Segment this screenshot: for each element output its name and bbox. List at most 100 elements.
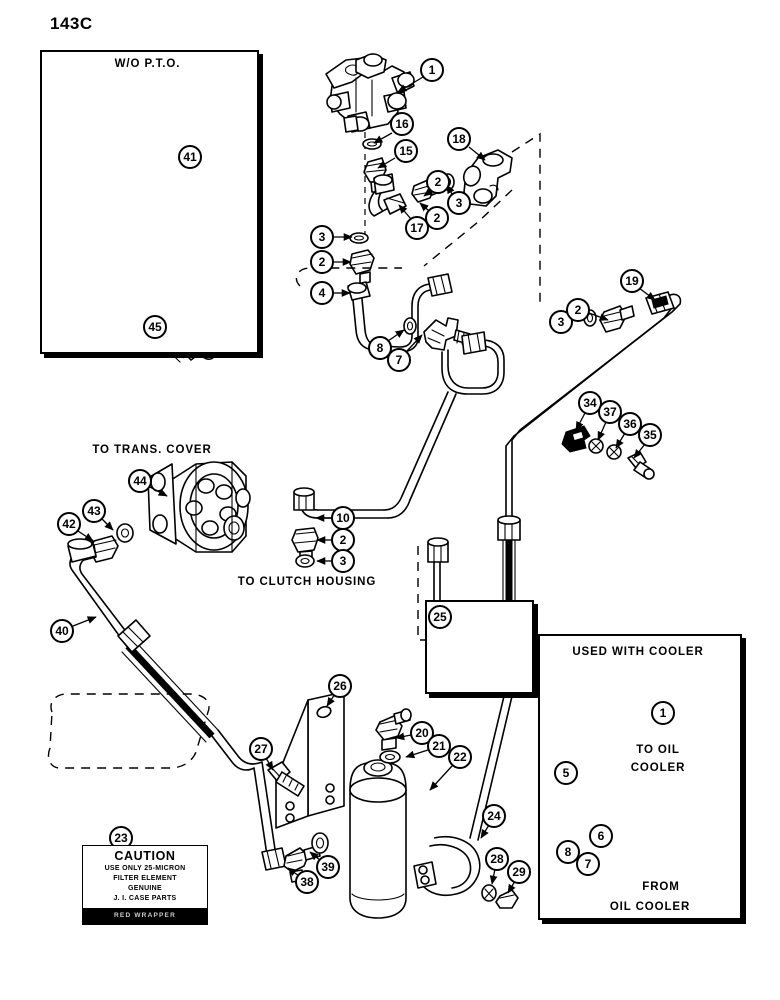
callout-27: 27 xyxy=(249,737,273,761)
leader-17 xyxy=(398,204,412,220)
callout-2: 2 xyxy=(310,250,334,274)
callout-41: 41 xyxy=(178,145,202,169)
oring-39 xyxy=(311,832,329,854)
callout-24: 24 xyxy=(482,804,506,828)
leader-15 xyxy=(377,157,396,169)
caption-to-clutch-housing: TO CLUTCH HOUSING xyxy=(237,576,377,588)
callout-42: 42 xyxy=(57,512,81,536)
caution-line-4: J. I. CASE PARTS xyxy=(113,895,177,902)
callout-26: 26 xyxy=(328,674,352,698)
phantom-outline-40 xyxy=(47,693,210,769)
callout-4: 4 xyxy=(310,281,334,305)
leader-8 xyxy=(387,329,405,342)
elbow-20 xyxy=(375,708,412,751)
leader-18 xyxy=(468,146,486,161)
callout-29: 29 xyxy=(507,860,531,884)
leader-28 xyxy=(489,868,498,885)
fitting-18 xyxy=(462,149,513,207)
tube-nut-lower xyxy=(427,537,449,563)
callout-43: 43 xyxy=(82,499,106,523)
filter-canister-22 xyxy=(349,759,407,919)
leader-40 xyxy=(72,616,97,627)
reference-dashes xyxy=(423,132,541,306)
callout-40: 40 xyxy=(50,619,74,643)
leader-24 xyxy=(480,824,490,839)
callout-20: 20 xyxy=(410,721,434,745)
oring-8 xyxy=(403,317,417,335)
leader-21 xyxy=(405,749,429,759)
callout-28: 28 xyxy=(485,847,509,871)
caution-band: RED WRAPPER xyxy=(83,908,207,924)
caption-to-oil-cooler-1: TO OIL xyxy=(636,744,680,756)
caption-to-oil-cooler-2: COOLER xyxy=(630,762,686,774)
leader-20 xyxy=(395,732,412,741)
callout-3: 3 xyxy=(310,225,334,249)
caution-line-2: FILTER ELEMENT xyxy=(113,875,177,882)
inset-title-wo-pto: W/O P.T.O. xyxy=(114,58,181,70)
bolt-27 xyxy=(267,761,305,797)
oring-21 xyxy=(379,750,401,764)
transmission-pump-44 xyxy=(147,461,251,553)
callout-22: 22 xyxy=(448,745,472,769)
elbow-17 xyxy=(368,173,407,217)
leader-27 xyxy=(265,757,274,771)
oring-43 xyxy=(116,523,134,543)
callout-44: 44 xyxy=(128,469,152,493)
leader-7 xyxy=(405,334,423,353)
nut-29 xyxy=(495,889,519,909)
reference-dashes-2 xyxy=(295,267,402,287)
callout-2: 2 xyxy=(425,206,449,230)
hydraulic-pump-assembly xyxy=(325,53,415,133)
loop-nut xyxy=(461,331,487,355)
hose-40 xyxy=(67,538,219,743)
leader-19 xyxy=(638,287,656,301)
callout-38: 38 xyxy=(295,870,319,894)
fitting-2-left xyxy=(349,249,375,285)
leader-35 xyxy=(633,443,646,459)
callout-3: 3 xyxy=(447,191,471,215)
caption-from-oil-cooler-1: FROM xyxy=(642,881,680,893)
leader-43 xyxy=(100,517,114,531)
caution-line-3: GENUINE xyxy=(128,885,162,892)
callout-2: 2 xyxy=(566,298,590,322)
leader-16 xyxy=(373,132,393,144)
callout-19: 19 xyxy=(620,269,644,293)
leader-37 xyxy=(597,421,607,441)
callout-17: 17 xyxy=(405,216,429,240)
hose-ferrule-19 xyxy=(497,515,521,541)
filter-bracket-26 xyxy=(275,691,345,829)
leader-34 xyxy=(575,412,586,431)
leader-36 xyxy=(615,432,626,449)
caution-decal: CAUTION USE ONLY 25-MICRON FILTER ELEMEN… xyxy=(82,845,208,925)
callout-1: 1 xyxy=(651,701,675,725)
callout-10: 10 xyxy=(331,506,355,530)
tube-nut-10 xyxy=(293,487,315,511)
callout-16: 16 xyxy=(390,112,414,136)
callout-6: 6 xyxy=(589,824,613,848)
oring-3-left xyxy=(349,232,369,244)
leader-1 xyxy=(397,76,424,93)
callout-45: 45 xyxy=(143,315,167,339)
leader-44 xyxy=(149,486,168,497)
callout-1: 1 xyxy=(420,58,444,82)
callout-37: 37 xyxy=(598,400,622,424)
page-number: 143C xyxy=(50,14,93,33)
caution-heading: CAUTION xyxy=(114,849,176,863)
caution-line-1: USE ONLY 25-MICRON xyxy=(104,865,186,872)
caption-from-oil-cooler-2: OIL COOLER xyxy=(609,901,691,913)
leader-42 xyxy=(77,530,94,542)
callout-7: 7 xyxy=(576,852,600,876)
inset-title-used-with-cooler: USED WITH COOLER xyxy=(572,646,704,658)
callout-2: 2 xyxy=(426,170,450,194)
callout-7: 7 xyxy=(387,348,411,372)
filter-strap-24 xyxy=(413,836,481,896)
callout-21: 21 xyxy=(427,734,451,758)
callout-15: 15 xyxy=(394,139,418,163)
callout-18: 18 xyxy=(447,127,471,151)
callout-25: 25 xyxy=(428,605,452,629)
callout-35: 35 xyxy=(638,423,662,447)
oring-3-clutch xyxy=(295,554,315,568)
leader-22 xyxy=(429,765,453,791)
tube-end-upper xyxy=(427,273,453,297)
